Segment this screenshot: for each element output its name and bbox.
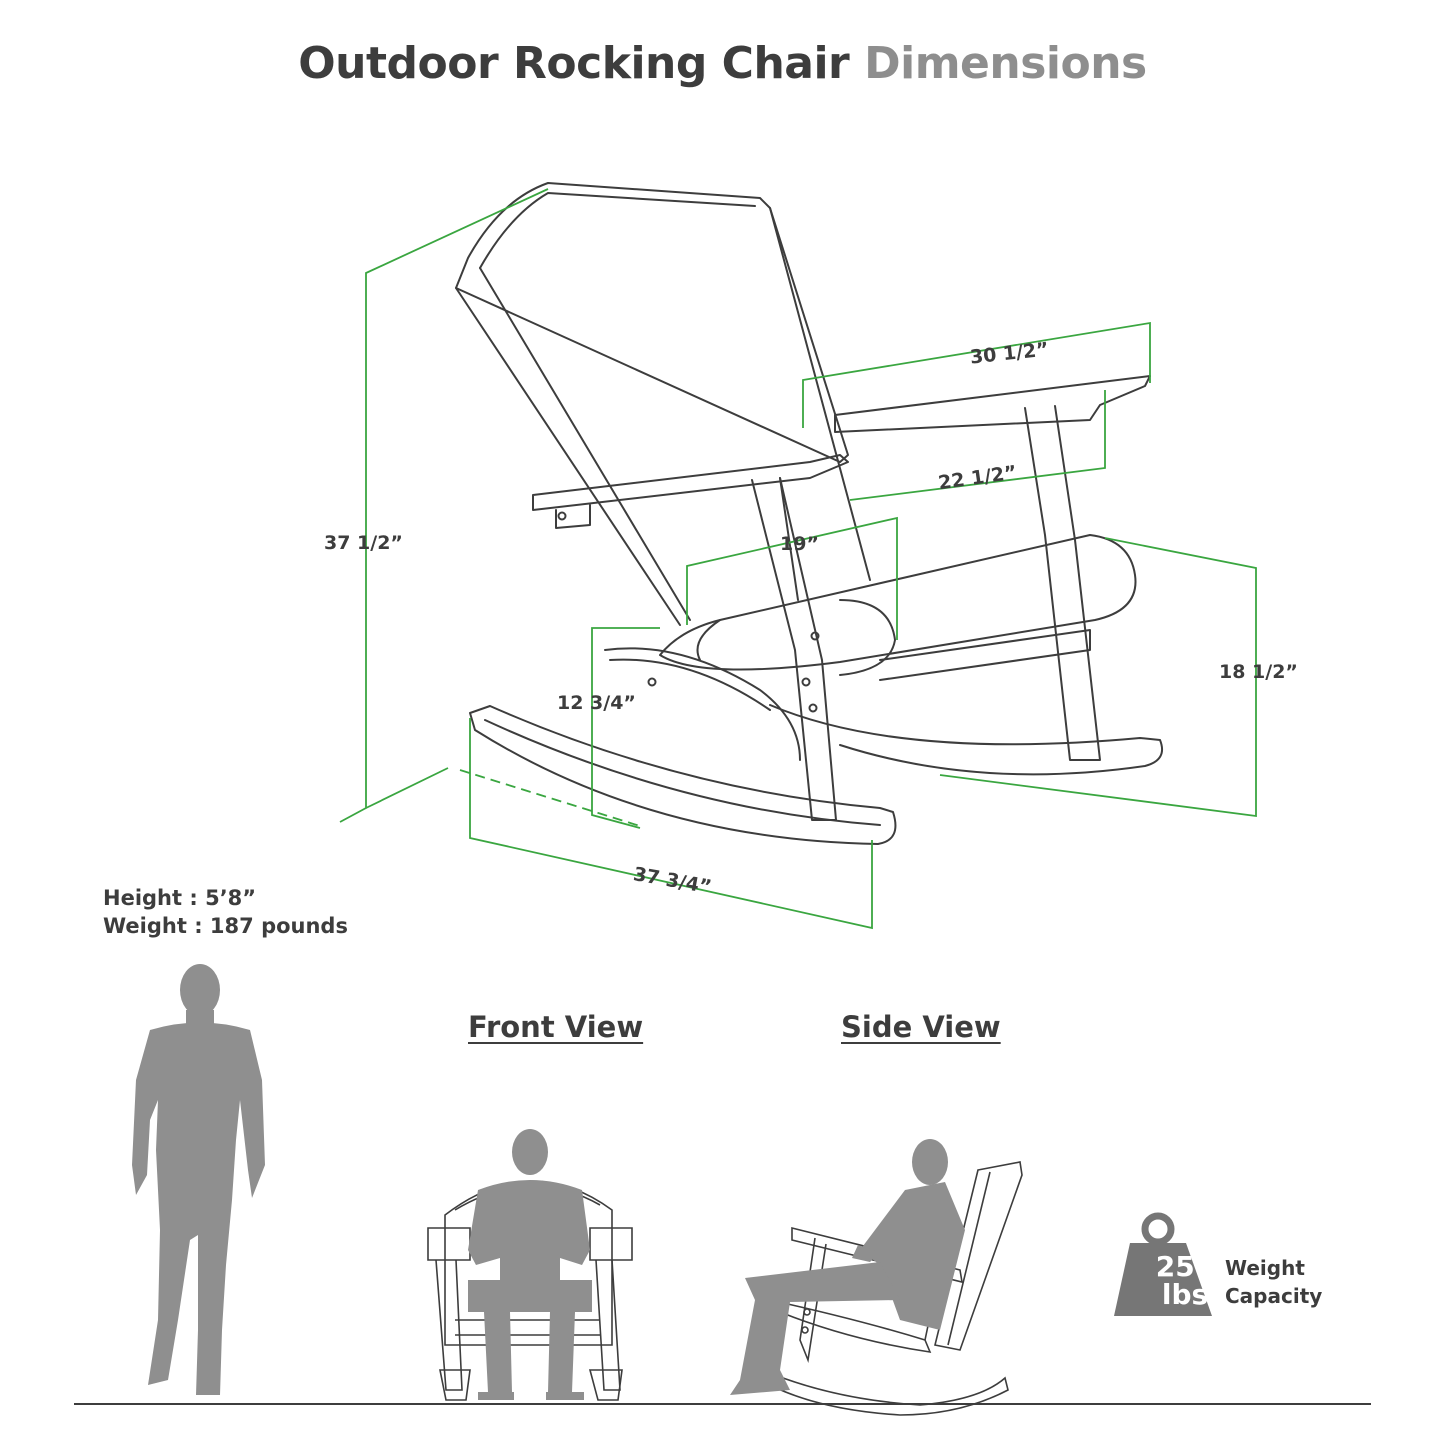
person-height-row: Height : 5’8” xyxy=(103,886,257,910)
capacity-unit: lbs xyxy=(1161,1278,1209,1311)
chair-drawing xyxy=(455,182,1164,845)
title-main: Outdoor Rocking Chair xyxy=(298,38,850,89)
capacity-number: 250 xyxy=(1155,1250,1215,1283)
dim-arm-height-label: 18 1/2” xyxy=(1219,661,1298,683)
capacity-label-line2: Capacity xyxy=(1225,1284,1323,1308)
dim-seat-width-label: 22 1/2” xyxy=(937,462,1018,495)
front-view-person xyxy=(468,1129,592,1400)
person-info: Height : 5’8” Weight : 187 pounds xyxy=(103,884,348,940)
title-accent: Dimensions xyxy=(864,38,1147,89)
capacity-label: Weight Capacity xyxy=(1225,1254,1322,1310)
person-height-label: Height xyxy=(103,886,183,910)
dimension-lines xyxy=(339,188,1257,930)
person-height-value: 5’8” xyxy=(205,886,257,910)
person-weight-value: 187 pounds xyxy=(209,914,348,938)
side-view-person xyxy=(730,1139,965,1395)
person-weight-row: Weight : 187 pounds xyxy=(103,914,348,938)
standing-person-silhouette xyxy=(132,964,265,1395)
front-view-label: Front View xyxy=(468,1010,644,1044)
dim-width-label: 30 1/2” xyxy=(969,338,1050,368)
page-title: Outdoor Rocking Chair Dimensions xyxy=(0,38,1445,89)
weight-icon xyxy=(1114,1212,1212,1316)
dim-depth-label: 37 3/4” xyxy=(632,863,714,898)
dim-height-label: 37 1/2” xyxy=(324,532,403,554)
side-view-label: Side View xyxy=(841,1010,1001,1044)
dim-seat-depth-label: 19” xyxy=(780,533,819,555)
dim-seat-height-label: 12 3/4” xyxy=(557,692,636,714)
person-weight-label: Weight xyxy=(103,914,187,938)
capacity-label-line1: Weight xyxy=(1225,1256,1305,1280)
